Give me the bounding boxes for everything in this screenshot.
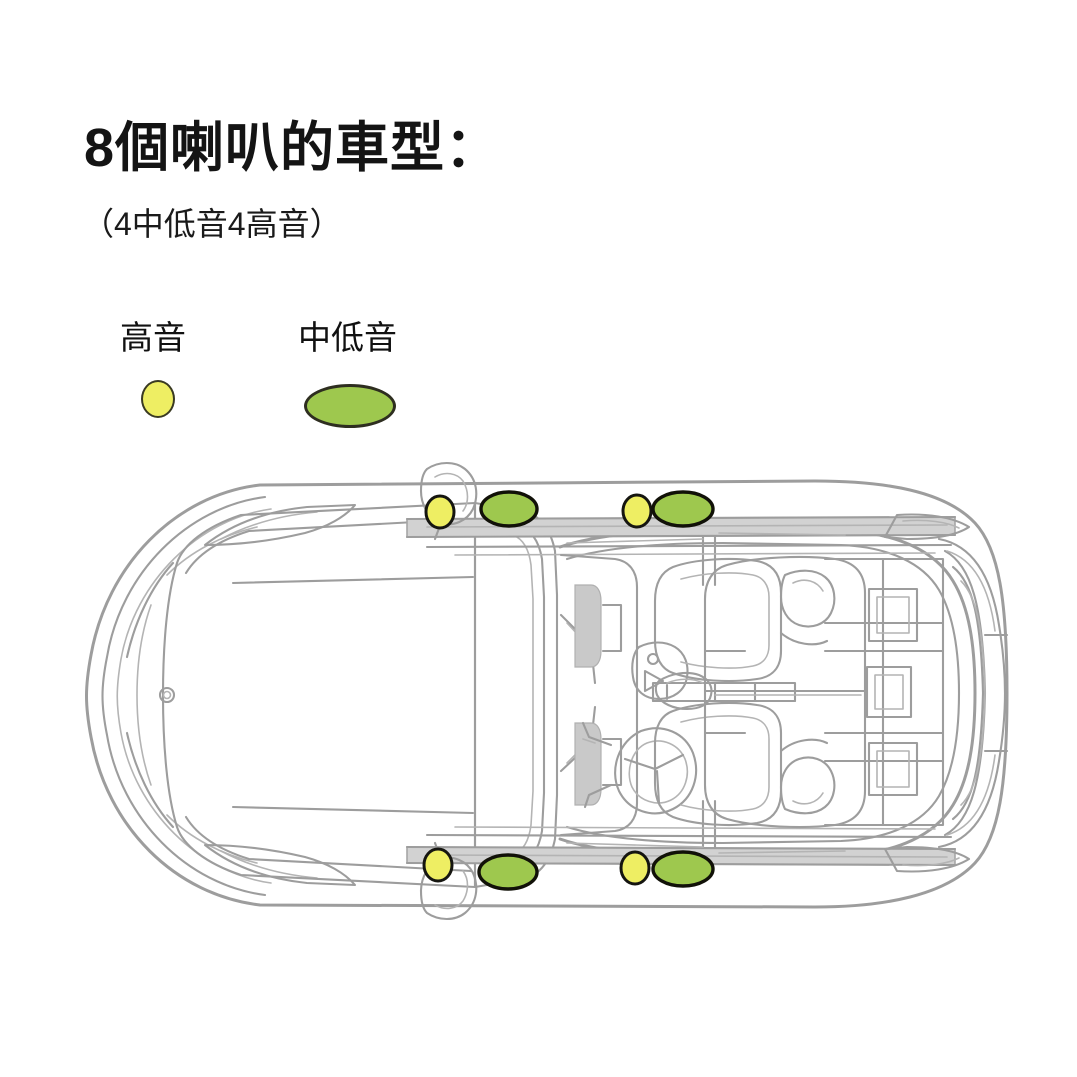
front-end [125,501,477,889]
speaker-markers [422,490,715,891]
roof-detail [566,532,846,854]
speaker-tweeter-rear-left [621,493,653,529]
legend-label-tweeter: 高音 [120,319,186,356]
dashboard [559,553,689,837]
front-seat-left [653,557,836,683]
front-seat-right [653,701,836,827]
cabin [558,527,977,859]
page-subtitle: （4中低音4高音） [82,206,342,242]
rear-end [883,513,1009,873]
speaker-tweeter-front-left [424,494,456,530]
speaker-midbass-front-right [477,853,539,891]
legend-item-tweeter: 高音 [120,318,230,428]
speaker-tweeter-front-right [422,847,454,883]
car-top-view-diagram [55,455,1050,925]
car-outline-svg [85,461,1009,921]
speaker-tweeter-rear-right [619,850,651,886]
legend: 高音 中低音 [120,318,480,448]
center-console [651,671,797,711]
legend-swatch-midbass-icon [304,384,396,428]
legend-item-midbass: 中低音 [298,318,438,428]
legend-label-midbass: 中低音 [298,319,397,356]
speaker-midbass-front-left [479,490,539,528]
page-title: 8個喇叭的車型： [84,118,501,178]
legend-swatch-tweeter-icon [141,380,175,418]
speaker-midbass-rear-left [651,490,715,528]
speaker-midbass-rear-right [651,850,715,888]
rear-seat-bench [703,555,945,829]
legend-swatch-midbass-wrap [298,380,438,428]
legend-swatch-tweeter-wrap [120,380,230,428]
